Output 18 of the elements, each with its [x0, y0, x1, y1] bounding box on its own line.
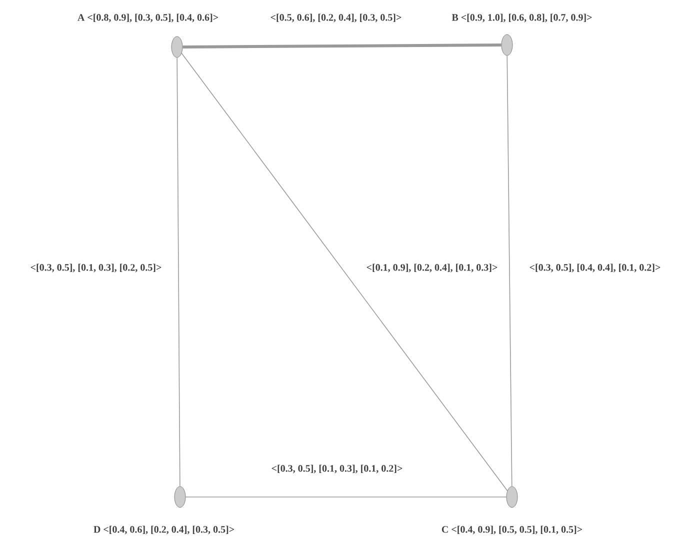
edge-label: <[0.3, 0.5], [0.1, 0.3], [0.1, 0.2]>: [270, 464, 404, 474]
vertex-label: B <[0.9, 1.0], [0.6, 0.8], [0.7, 0.9]>: [452, 14, 592, 22]
edge-label: <[0.5, 0.6], [0.2, 0.4], [0.3, 0.5]>: [269, 12, 403, 24]
vertex-ellipse: [171, 36, 183, 58]
edge-label: <[0.3, 0.5], [0.4, 0.4], [0.1, 0.2]>: [528, 262, 662, 274]
edge-line: [181, 52, 508, 492]
edge-line: [506, 55, 512, 487]
vertex-ellipse: [501, 34, 513, 56]
vertex-label: C <[0.4, 0.9], [0.5, 0.5], [0.1, 0.5]>: [442, 526, 582, 534]
edge-line: [185, 496, 507, 498]
vertex-ellipse: [174, 486, 186, 508]
vertex-ellipse: [506, 486, 518, 508]
edge-label: <[0.3, 0.5], [0.1, 0.3], [0.2, 0.5]>: [29, 262, 163, 274]
edge-line: [176, 57, 180, 487]
vertex-label: D <[0.4, 0.6], [0.2, 0.4], [0.3, 0.5]>: [94, 526, 234, 534]
edge-line: [182, 44, 502, 48]
vertex-label: A <[0.8, 0.9], [0.3, 0.5], [0.4, 0.6]>: [78, 14, 218, 22]
edge-label: <[0.1, 0.9], [0.2, 0.4], [0.1, 0.3]>: [365, 262, 499, 274]
